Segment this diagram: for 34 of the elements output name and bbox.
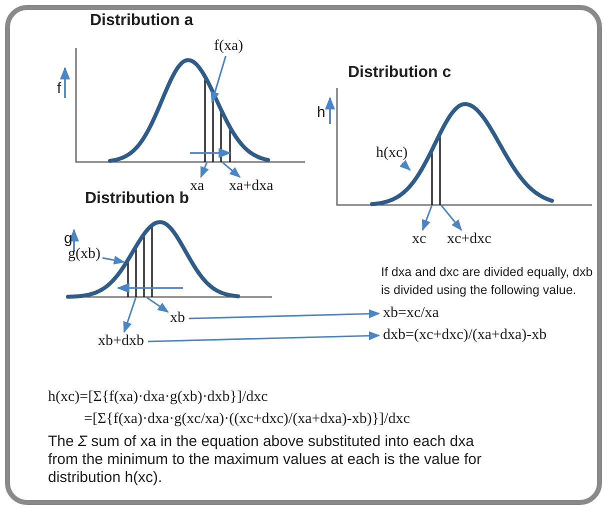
axis-label: g (64, 230, 72, 247)
distribution-curve-drawing (66, 220, 272, 299)
chart-title: Distribution b (85, 190, 189, 208)
variable-label: xb=xc/xa (383, 305, 439, 322)
arrow (221, 161, 241, 178)
variable-label: xc (412, 231, 426, 248)
variable-label: xc+dxc (447, 231, 492, 248)
arrow (200, 162, 209, 178)
arrow (146, 296, 169, 313)
axis-label: h (317, 104, 326, 121)
arrow (440, 204, 462, 231)
note-text: If dxa and dxc are divided equally, dxb is divided using the following value. (381, 264, 594, 299)
variable-label: h(xc) (376, 145, 408, 162)
variable-label: f(xa) (214, 38, 244, 55)
distribution-curve-drawing (336, 88, 592, 206)
arrow (148, 331, 380, 342)
variable-label: xa (190, 178, 204, 195)
formula-text: h(xc)=[Σ{f(xa)·dxa·g(xb)·dxb}]/dxc (48, 389, 268, 406)
axis-label: f (57, 80, 62, 97)
arrow (102, 256, 126, 265)
arrow (400, 160, 411, 171)
chart-title: Distribution c (348, 64, 452, 82)
arrow (422, 204, 433, 232)
variable-label: xb (170, 310, 185, 327)
formula-text: =[Σ{f(xa)·dxa·g(xc/xa)·((xc+dxc)/(xa+dxa)-xb)}]/dxc (84, 411, 410, 428)
variable-label: xb+dxb (98, 333, 144, 350)
variable-label: dxb=(xc+dxc)/(xa+dxa)-xb (383, 327, 547, 344)
variable-label: g(xb) (68, 246, 100, 263)
variable-label: xa+dxa (229, 178, 274, 195)
paragraph-text: The Σ sum of xa in the equation above substituted into each dxa from the minimum to the maximum values at each is the value for distribution h(xc). (48, 433, 483, 487)
arrow (188, 309, 380, 320)
chart-title: Distribution a (90, 12, 194, 30)
arrow (123, 296, 137, 334)
arrow (210, 56, 226, 104)
